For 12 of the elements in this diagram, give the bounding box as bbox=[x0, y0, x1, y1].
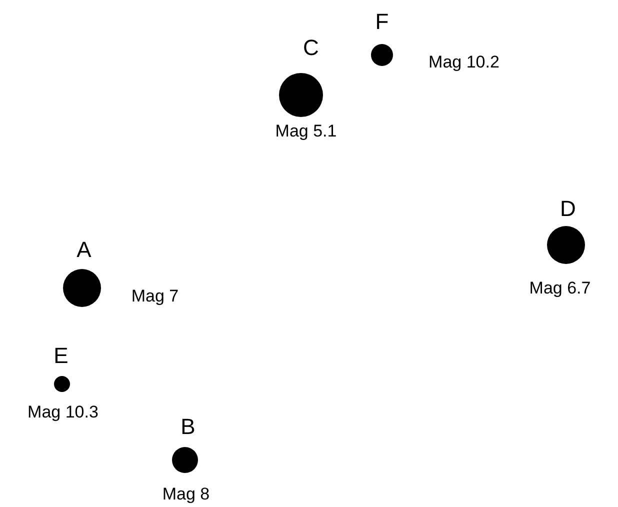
star-letter: E bbox=[54, 345, 68, 367]
magnitude-label: Mag 6.7 bbox=[529, 280, 591, 296]
star-letter: F bbox=[375, 11, 389, 33]
magnitude-label: Mag 10.3 bbox=[28, 404, 98, 420]
magnitude-label: Mag 7 bbox=[131, 288, 179, 304]
star-letter: C bbox=[303, 37, 319, 59]
magnitude-label: Mag 10.2 bbox=[428, 54, 500, 70]
star-letter: D bbox=[560, 198, 576, 220]
star-letter: B bbox=[180, 416, 196, 438]
star-letter: A bbox=[76, 239, 92, 261]
magnitude-label: Mag 8 bbox=[162, 486, 210, 502]
magnitude-label: Mag 5.1 bbox=[275, 122, 337, 140]
